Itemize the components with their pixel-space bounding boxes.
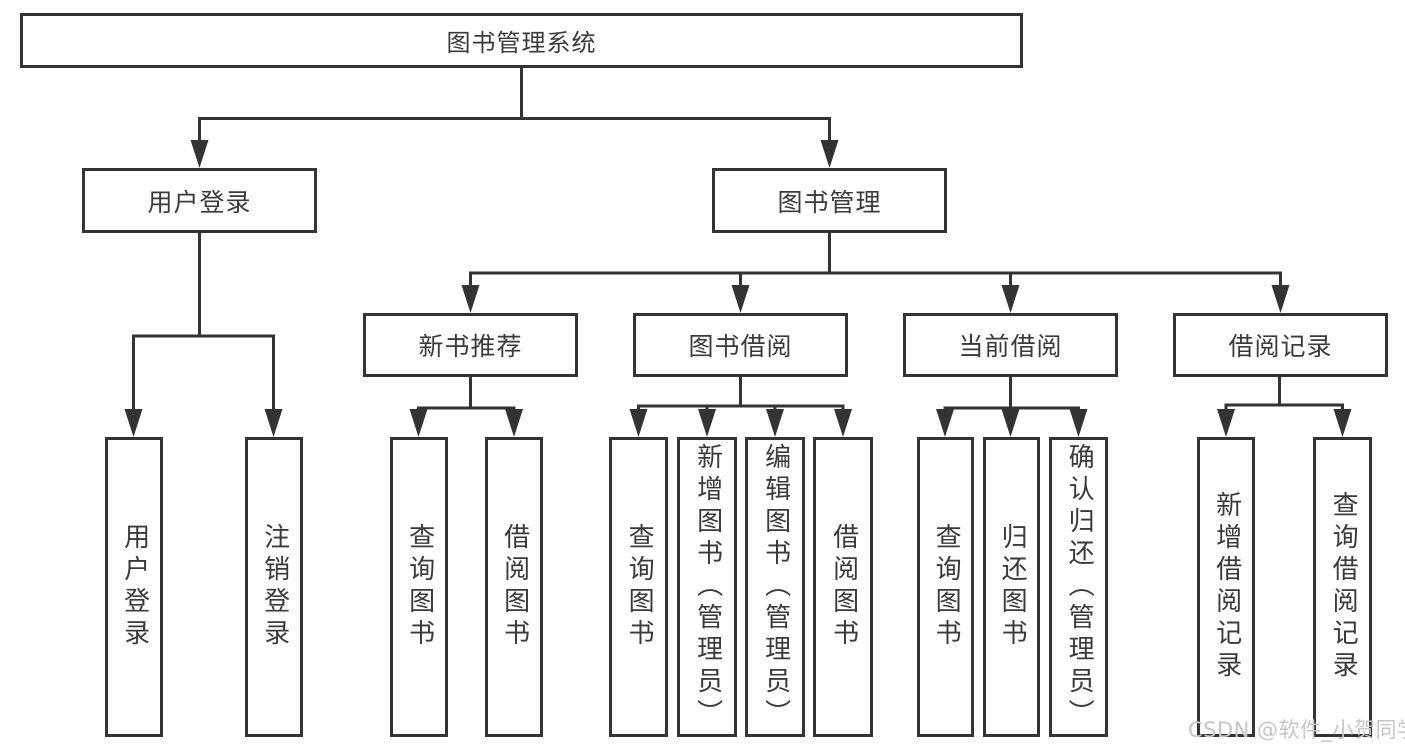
leaf-add-books-admin: 新增图书（管理员） (677, 437, 737, 737)
node-label: 新增图书（管理员） (692, 443, 723, 731)
node-label: 借阅图书 (828, 523, 859, 651)
node-label: 归还图书 (997, 523, 1028, 651)
node-label: 编辑图书（管理员） (760, 443, 791, 731)
node-label: 新增借阅记录 (1211, 491, 1242, 683)
leaf-edit-books-admin: 编辑图书（管理员） (745, 437, 805, 737)
node-book-borrow: 图书借阅 (633, 313, 848, 377)
leaf-query-borrow-record: 查询借阅记录 (1313, 437, 1372, 737)
node-user-login: 用户登录 (82, 168, 317, 233)
node-label: 查询图书 (931, 523, 962, 651)
node-label: 查询借阅记录 (1328, 491, 1359, 683)
node-label: 当前借阅 (958, 332, 1063, 361)
node-current-borrow: 当前借阅 (903, 313, 1118, 377)
leaf-confirm-return-admin: 确认归还（管理员） (1049, 437, 1108, 737)
node-label: 图书管理系统 (446, 29, 597, 57)
node-new-book-recommend: 新书推荐 (363, 313, 578, 377)
leaf-logout: 注销登录 (245, 437, 303, 737)
arrowheads (124, 140, 1352, 437)
node-book-management: 图书管理 (712, 168, 947, 233)
watermark-text: CSDN @软件_小贺同学 (1188, 718, 1405, 742)
leaf-query-books-current: 查询图书 (917, 437, 974, 737)
leaf-add-borrow-record: 新增借阅记录 (1197, 437, 1255, 737)
node-label: 借阅记录 (1228, 332, 1333, 361)
node-label: 查询图书 (404, 523, 435, 651)
node-label: 注销登录 (259, 523, 290, 651)
leaf-query-books-borrow: 查询图书 (609, 437, 668, 737)
leaf-query-books-recommend: 查询图书 (390, 437, 448, 737)
node-label: 确认归还（管理员） (1064, 443, 1095, 731)
node-root: 图书管理系统 (20, 13, 1023, 68)
node-label: 用户登录 (119, 523, 150, 651)
node-label: 借阅图书 (499, 523, 530, 651)
leaf-borrow-books-recommend: 借阅图书 (485, 437, 543, 737)
node-label: 用户登录 (147, 187, 252, 217)
leaf-return-books: 归还图书 (983, 437, 1040, 737)
node-label: 新书推荐 (418, 332, 523, 361)
leaf-borrow-books-borrow: 借阅图书 (813, 437, 873, 737)
node-borrow-records: 借阅记录 (1173, 313, 1388, 377)
node-label: 查询图书 (624, 523, 655, 651)
node-label: 图书借阅 (688, 332, 793, 361)
node-label: 图书管理 (777, 187, 882, 217)
leaf-user-login: 用户登录 (105, 437, 163, 737)
